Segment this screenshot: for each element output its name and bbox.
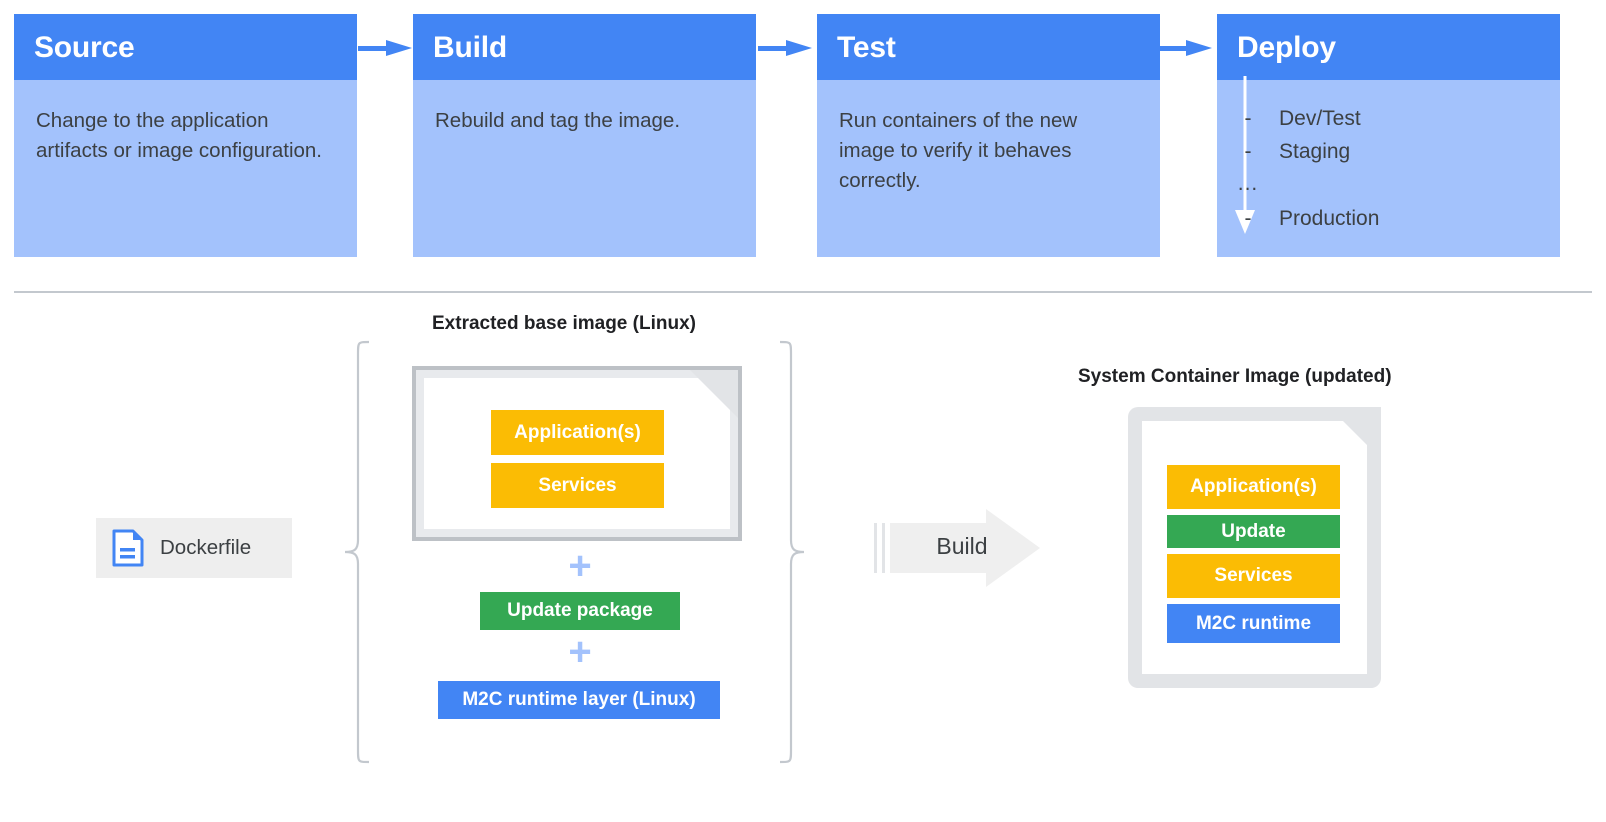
arrow-right-icon bbox=[358, 40, 412, 56]
deploy-stage-item: - Staging bbox=[1217, 135, 1560, 168]
brace-right bbox=[779, 340, 805, 764]
pipeline-card-title: Source bbox=[34, 31, 135, 64]
pipeline-card-header: Build bbox=[413, 14, 756, 80]
build-action-label: Build bbox=[936, 533, 988, 559]
pipeline-card-title: Deploy bbox=[1237, 31, 1336, 64]
pipeline-card-body: Run containers of the new image to verif… bbox=[839, 109, 1078, 192]
list-marker: - bbox=[1244, 207, 1252, 230]
pipeline-card-build[interactable]: Build Rebuild and tag the image. bbox=[413, 14, 756, 257]
arrow-right-icon bbox=[1158, 40, 1212, 56]
layer-bar-update-package: Update package bbox=[480, 592, 680, 630]
deploy-stage-label: Production bbox=[1279, 207, 1380, 230]
brace-left bbox=[344, 340, 370, 764]
arrow-down-icon bbox=[1235, 76, 1255, 234]
pipeline-card-header: Test bbox=[817, 14, 1160, 80]
deploy-stage-label: Staging bbox=[1279, 140, 1351, 163]
layer-bar-applications: Application(s) bbox=[1167, 465, 1340, 509]
layer-bar-m2c-runtime-layer: M2C runtime layer (Linux) bbox=[438, 681, 720, 719]
plus-icon: + bbox=[568, 544, 592, 588]
arrow-right-icon bbox=[758, 40, 812, 56]
pipeline-card-header: Deploy bbox=[1217, 14, 1560, 80]
deploy-stage-list: - Dev/Test - Staging ... - Production bbox=[1217, 102, 1560, 235]
pipeline-card-body: Change to the application artifacts or i… bbox=[36, 109, 322, 162]
layer-bar-m2c-runtime: M2C runtime bbox=[1167, 604, 1340, 643]
deploy-stage-item: - Production bbox=[1217, 202, 1560, 235]
pipeline-card-header: Source bbox=[14, 14, 357, 80]
list-marker: - bbox=[1244, 107, 1252, 130]
document-fold-corner bbox=[1329, 407, 1381, 459]
pipeline-card-deploy[interactable]: Deploy bbox=[1217, 14, 1560, 257]
layer-bar-services: Services bbox=[491, 463, 664, 508]
deploy-stage-label: Dev/Test bbox=[1279, 107, 1361, 130]
ellipsis-marker: ... bbox=[1237, 171, 1259, 195]
pipeline-card-body: Rebuild and tag the image. bbox=[435, 109, 681, 132]
layer-bar-update: Update bbox=[1167, 515, 1340, 548]
pipeline-card-test[interactable]: Test Run containers of the new image to … bbox=[817, 14, 1160, 257]
dockerfile-label: Dockerfile bbox=[160, 536, 252, 559]
pipeline-card-source[interactable]: Source Change to the application artifac… bbox=[14, 14, 357, 257]
deploy-stage-item: - Dev/Test bbox=[1217, 102, 1560, 135]
pipeline-card-title: Test bbox=[837, 31, 896, 64]
layer-bar-applications: Application(s) bbox=[491, 410, 664, 455]
section-divider bbox=[14, 291, 1592, 293]
dockerfile-chip[interactable]: Dockerfile bbox=[96, 518, 292, 578]
base-image-caption: Extracted base image (Linux) bbox=[432, 313, 696, 334]
deploy-stage-item-ellipsis: ... bbox=[1217, 168, 1560, 198]
pipeline-card-title: Build bbox=[433, 31, 507, 64]
arrow-right-block-icon bbox=[874, 509, 1040, 587]
list-marker: - bbox=[1244, 140, 1252, 163]
document-icon bbox=[112, 529, 144, 567]
system-image-caption: System Container Image (updated) bbox=[1078, 366, 1392, 387]
layer-bar-services: Services bbox=[1167, 554, 1340, 598]
document-fold-corner bbox=[690, 370, 738, 418]
plus-icon: + bbox=[568, 630, 592, 674]
